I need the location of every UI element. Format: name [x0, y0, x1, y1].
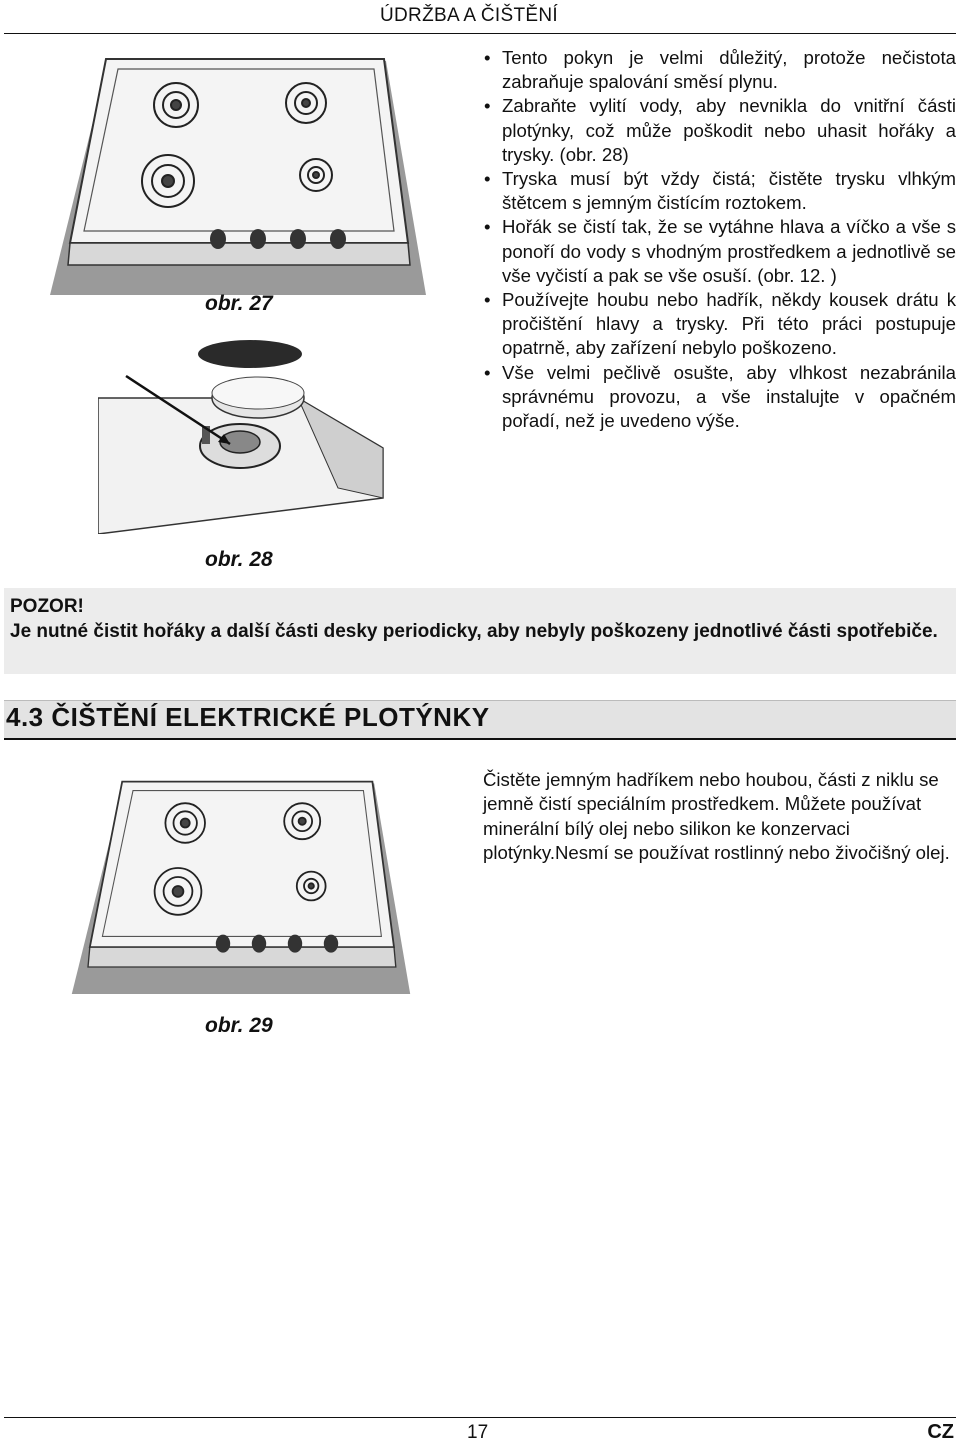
hob-illustration-fig29 [71, 780, 411, 994]
language-code: CZ [927, 1421, 954, 1443]
list-item: Hořák se čistí tak, že se vytáhne hlava … [484, 215, 956, 288]
header-divider [4, 33, 956, 34]
figure-caption-27: obr. 27 [205, 292, 273, 315]
list-item: Tryska musí být vždy čistá; čistěte trys… [484, 167, 956, 215]
warning-box [4, 588, 956, 674]
hob-illustration-fig27 [50, 58, 426, 295]
page-number: 17 [467, 1422, 489, 1443]
warning-title: POZOR! [10, 596, 84, 617]
section-heading-bar [4, 700, 956, 739]
list-item: Vše velmi pečlivě osušte, aby vlhkost ne… [484, 361, 956, 434]
figure-caption-28: obr. 28 [205, 548, 273, 571]
section-divider [4, 738, 956, 740]
section-heading: 4.3 ČIŠTĚNÍ ELEKTRICKÉ PLOTÝNKY [6, 702, 490, 732]
electric-hob-cleaning-text: Čistěte jemným hadříkem nebo houbou, čás… [483, 769, 950, 864]
page-header-title: ÚDRŽBA A ČIŠTĚNÍ [380, 5, 558, 26]
list-item: Používejte houbu nebo hadřík, někdy kous… [484, 288, 956, 361]
burner-illustration-fig28 [98, 340, 384, 534]
figure-caption-29: obr. 29 [205, 1014, 273, 1037]
list-item: Zabraňte vylití vody, aby nevnikla do vn… [484, 94, 956, 167]
cleaning-instructions-list: Tento pokyn je velmi důležitý, protože n… [484, 46, 956, 433]
warning-text: Je nutné čistit hořáky a další části des… [10, 621, 938, 642]
list-item: Tento pokyn je velmi důležitý, protože n… [484, 46, 956, 94]
warning-block: POZOR! Je nutné čistit hořáky a další čá… [10, 594, 950, 644]
footer-divider [4, 1417, 956, 1418]
